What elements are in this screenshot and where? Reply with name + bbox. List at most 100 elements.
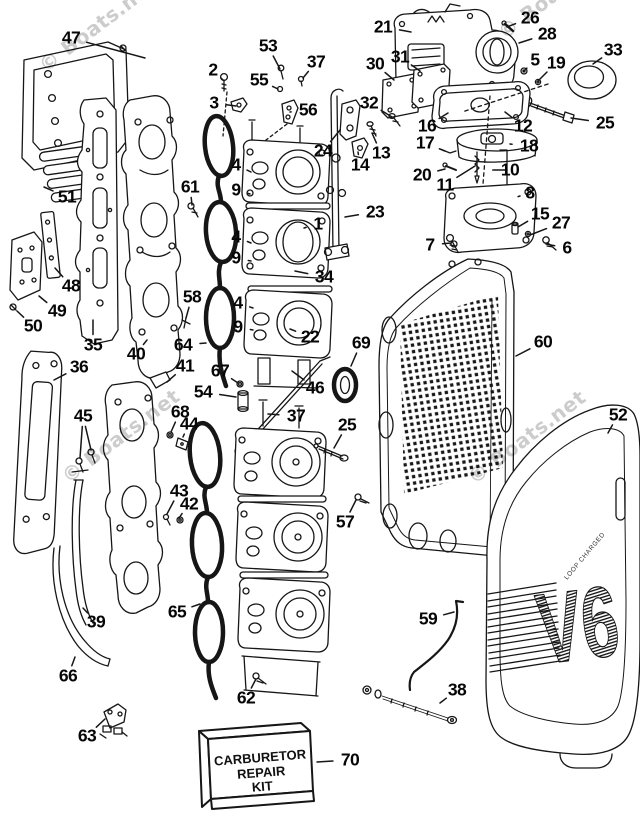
leader-52: [607, 424, 614, 434]
leader-lines: [16, 22, 614, 763]
leader-54: [218, 393, 237, 398]
oring-67: [236, 380, 244, 388]
callout-57: 57: [335, 511, 355, 532]
callout-47: 47: [61, 27, 81, 48]
leader-27: [529, 227, 548, 236]
callout-17: 17: [415, 132, 435, 153]
leader-15: [517, 220, 529, 228]
bolt-25-mid: [313, 443, 349, 462]
leader-62: [250, 678, 257, 689]
engine-cover-52: V6 LOOP CHARGED: [485, 404, 640, 769]
callout-39: 39: [86, 611, 106, 632]
screw-7: [445, 233, 459, 253]
grommet-69: [331, 366, 359, 404]
callout-7: 7: [425, 234, 435, 255]
leader-28: [518, 38, 533, 44]
callout-18: 18: [519, 135, 539, 156]
callout-46: 46: [305, 377, 325, 398]
callout-55: 55: [249, 69, 269, 90]
callout-59: 59: [418, 608, 438, 629]
leader-9: [247, 192, 251, 195]
leader-58: [185, 306, 190, 319]
callout-30: 30: [365, 53, 385, 74]
callout-54: 54: [193, 381, 213, 402]
leader-19: [537, 71, 548, 82]
screw-53: [277, 64, 285, 80]
bracket-14: [351, 137, 369, 159]
callout-65: 65: [167, 601, 187, 622]
callout-44: 44: [179, 413, 199, 434]
leader-70: [316, 760, 334, 763]
callout-25: 25: [337, 414, 357, 435]
carburetor-upper: [241, 119, 333, 389]
link-24: [339, 99, 361, 141]
hose-39: [71, 469, 94, 626]
callout-67: 67: [210, 360, 230, 381]
callout-49: 49: [47, 300, 67, 321]
callout-31: 31: [390, 46, 410, 67]
callout-9: 9: [231, 247, 241, 268]
leader-38: [439, 697, 448, 704]
bowl-gasket-12-16: [431, 80, 531, 130]
callout-9: 9: [233, 316, 243, 337]
screw-57: [354, 493, 370, 504]
callout-27: 27: [551, 212, 571, 233]
intake-manifold-40: [120, 95, 184, 379]
leader-36: [53, 373, 67, 381]
leader-13: [371, 132, 378, 144]
callout-58: 58: [182, 286, 202, 307]
callout-40: 40: [126, 343, 146, 364]
retainer-strip-48: [40, 210, 61, 279]
callout-45: 45: [73, 405, 93, 426]
screw-43: [162, 513, 171, 526]
leader-1: [303, 226, 307, 229]
callout-36: 36: [69, 356, 89, 377]
leader-4: [246, 240, 252, 244]
pin-58: [181, 317, 191, 329]
kit-label-line1: CARBURETOR: [213, 746, 307, 768]
leader-37: [302, 70, 310, 79]
callout-42: 42: [179, 493, 199, 514]
kit-label-line3: KIT: [251, 778, 273, 795]
callout-33: 33: [603, 39, 623, 60]
plate-30: [381, 73, 421, 119]
cover-plate-49: [9, 231, 43, 301]
leader-7: [441, 242, 452, 245]
callout-8: 8: [525, 182, 535, 203]
leader-55: [271, 85, 279, 90]
leader-5: [523, 67, 528, 72]
callout-9: 9: [231, 179, 241, 200]
leader-16: [438, 112, 449, 120]
leader-42: [178, 512, 183, 519]
callout-37: 37: [306, 51, 326, 72]
leader-37: [267, 413, 280, 416]
callout-53: 53: [258, 35, 278, 56]
callout-64: 64: [173, 334, 193, 355]
manifold-gasket-35: [74, 97, 119, 345]
leader-33: [592, 57, 603, 65]
rivet-37-top: [297, 75, 305, 87]
screw-15: [511, 221, 519, 235]
leader-44: [182, 433, 186, 438]
callout-68: 68: [170, 401, 190, 422]
float-18: [456, 128, 538, 163]
float-bowl-8: [443, 182, 537, 254]
leader-41: [166, 373, 177, 383]
clip-44: [175, 437, 189, 451]
leader-32: [380, 109, 393, 118]
screw-13: [366, 121, 377, 137]
leader-67: [230, 377, 239, 384]
callout-60: 60: [533, 331, 553, 352]
leader-4: [248, 306, 254, 309]
callout-66: 66: [58, 665, 78, 686]
callout-35: 35: [83, 334, 103, 355]
leader-26: [506, 22, 517, 28]
callout-4: 4: [231, 226, 241, 247]
leader-9: [249, 328, 254, 331]
callout-50: 50: [23, 315, 43, 336]
carb-gasket-65: [187, 420, 226, 701]
leader-39: [82, 607, 89, 614]
callout-13: 13: [371, 142, 391, 163]
